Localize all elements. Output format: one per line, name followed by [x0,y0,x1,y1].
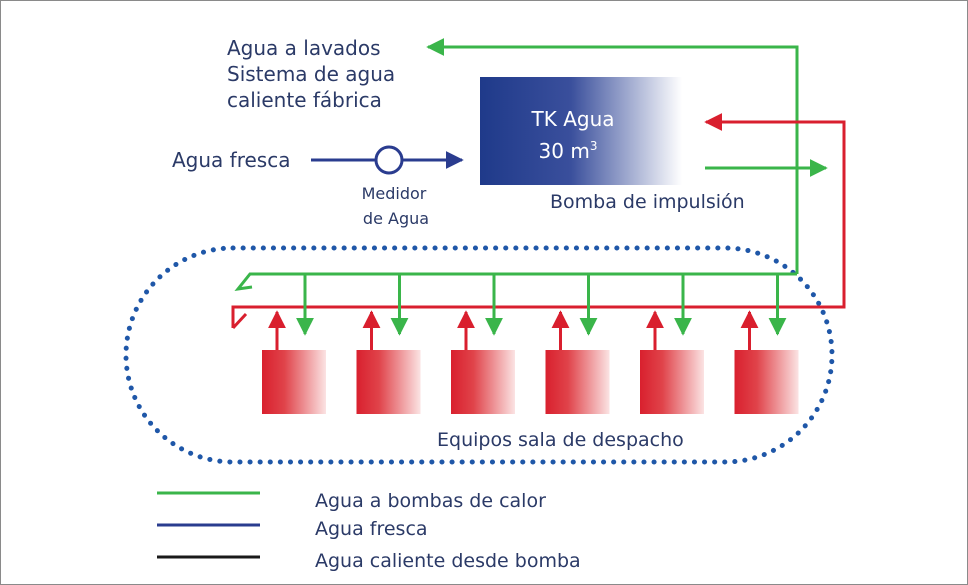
green-wash-return-line [426,38,799,274]
green-header-pipe [234,272,797,292]
label-fresh-water-input: Agua fresca [172,148,290,172]
water-tank [480,77,682,185]
label-dispatch-room: Equipos sala de despacho [437,429,684,451]
label-hot-system-line1: Sistema de agua [227,62,395,86]
dispatch-equipment-group [262,274,799,414]
label-meter-line2: de Agua [363,209,429,228]
legend-label: Agua a bombas de calor [315,490,546,512]
equipment-unit [356,350,421,414]
tank-label: TK Agua [531,107,615,131]
label-wash-water: Agua a lavados [227,36,381,60]
legend-label: Agua caliente desde bomba [315,550,581,572]
red-header-end-cap [231,312,248,330]
tank-capacity: 30 m3 [539,139,598,163]
legend-label: Agua fresca [315,518,428,540]
red-return-header-pipe [231,113,846,328]
equipment-unit [262,350,326,414]
equipment-unit [640,350,704,414]
equipment-unit [734,350,799,414]
equipment-unit [451,350,515,414]
label-pump: Bomba de impulsión [550,191,745,213]
equipment-unit [545,350,610,414]
label-meter-line1: Medidor [362,184,427,203]
label-hot-system-line2: caliente fábrica [227,88,382,112]
water-meter-icon [374,145,404,175]
